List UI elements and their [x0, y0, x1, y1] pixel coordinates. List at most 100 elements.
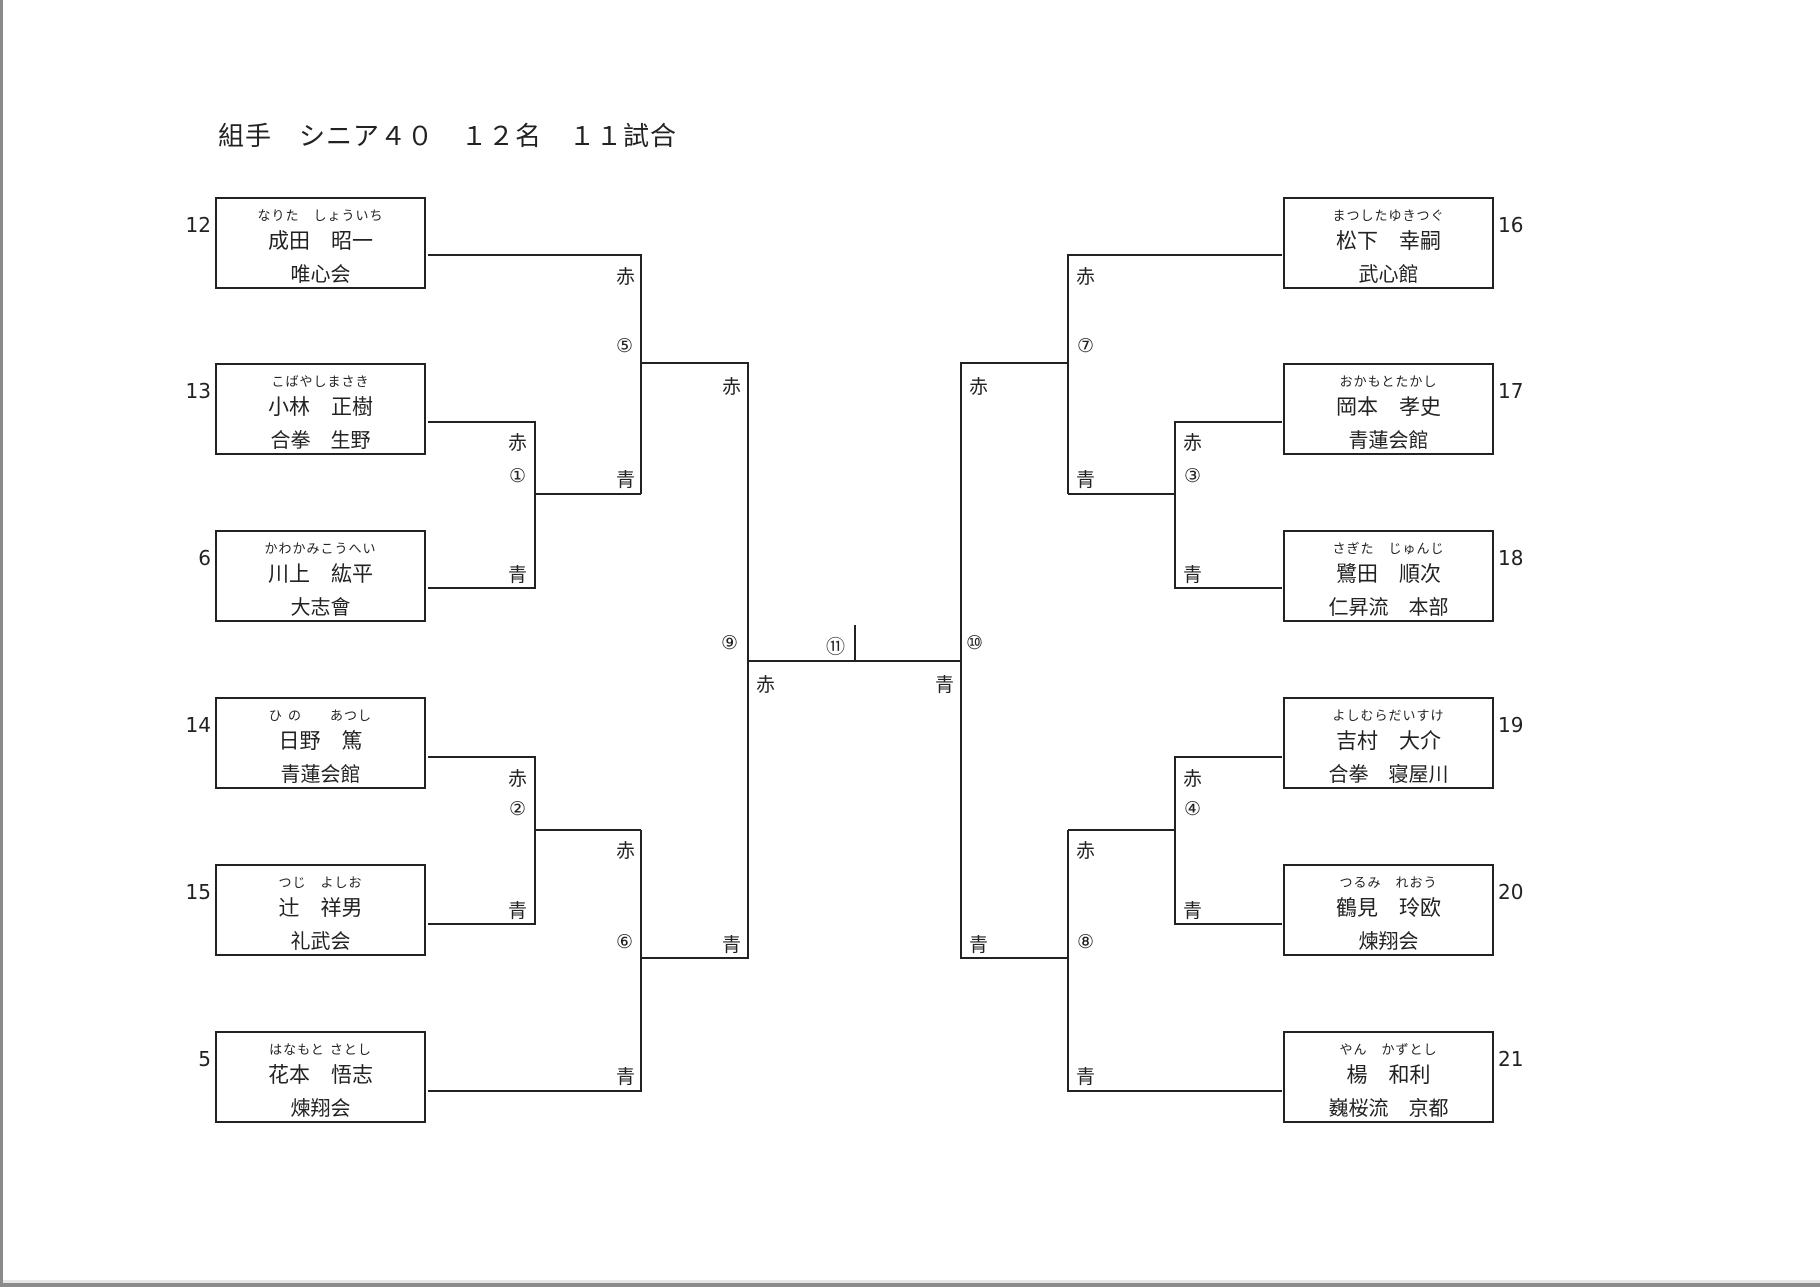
player-box: なりた しょういち成田 昭一唯心会 [215, 197, 426, 289]
line-m5-out [641, 362, 749, 959]
player-furigana: まつしたゆきつぐ [1332, 209, 1445, 224]
corner-label-blue: 青 [1076, 1066, 1096, 1088]
page-shadow [3, 1280, 1820, 1283]
player-name: 辻 祥男 [278, 896, 363, 920]
player-furigana: はなもと さとし [269, 1043, 372, 1058]
player-name: 吉村 大介 [1336, 729, 1441, 753]
corner-label-blue: 青 [616, 1066, 636, 1088]
corner-label-blue: 青 [508, 564, 528, 586]
player-name: 岡本 孝史 [1336, 395, 1441, 419]
match-number-3: ③ [1184, 465, 1202, 487]
player-furigana: やん かずとし [1339, 1043, 1438, 1058]
corner-label-red: 赤 [1076, 266, 1096, 288]
player-name: 鶴見 玲欧 [1336, 896, 1441, 920]
player-name: 成田 昭一 [268, 229, 373, 253]
corner-label-red: 赤 [969, 376, 989, 398]
line-l-14 [428, 756, 536, 925]
player-box: さぎた じゅんじ鷺田 順次仁昇流 本部 [1283, 530, 1494, 622]
player-furigana: つるみ れおう [1339, 876, 1438, 891]
seed-number: 19 [1498, 713, 1524, 737]
player-club: 合拳 生野 [270, 428, 371, 452]
player-furigana: なりた しょういち [257, 209, 384, 224]
corner-label-blue: 青 [1183, 564, 1203, 586]
seed-number: 13 [185, 379, 211, 403]
line-r-19 [1174, 756, 1282, 925]
seed-number: 21 [1498, 1047, 1524, 1071]
corner-label-blue: 青 [508, 900, 528, 922]
seed-number: 20 [1498, 880, 1524, 904]
seed-number: 18 [1498, 546, 1524, 570]
match-number-2: ② [509, 798, 527, 820]
corner-label-red: 赤 [616, 840, 636, 862]
player-club: 仁昇流 本部 [1328, 595, 1449, 619]
player-box: かわかみこうへい川上 紘平大志會 [215, 530, 426, 622]
match-number-11: ⑪ [826, 636, 846, 658]
player-box: ひ の あつし日野 篤青蓮会館 [215, 697, 426, 789]
corner-label-red: 赤 [1183, 432, 1203, 454]
player-box: まつしたゆきつぐ松下 幸嗣武心館 [1283, 197, 1494, 289]
corner-label-red: 赤 [722, 376, 742, 398]
player-club: 巍桜流 京都 [1328, 1096, 1449, 1120]
player-box: やん かずとし楊 和利巍桜流 京都 [1283, 1031, 1494, 1123]
match-number-6: ⑥ [616, 931, 634, 953]
corner-label-red: 赤 [508, 768, 528, 790]
player-name: 花本 悟志 [268, 1063, 373, 1087]
match-number-1: ① [509, 465, 527, 487]
match-number-9: ⑨ [721, 632, 739, 654]
player-club: 合拳 寝屋川 [1328, 762, 1449, 786]
corner-label-red: 赤 [1076, 840, 1096, 862]
corner-label-red: 赤 [616, 266, 636, 288]
corner-label-blue: 青 [935, 674, 955, 696]
player-box: よしむらだいすけ吉村 大介合拳 寝屋川 [1283, 697, 1494, 789]
match-number-5: ⑤ [616, 335, 634, 357]
match-number-7: ⑦ [1077, 335, 1095, 357]
corner-label-blue: 青 [1076, 469, 1096, 491]
corner-label-blue: 青 [1183, 900, 1203, 922]
player-name: 鷺田 順次 [1336, 562, 1441, 586]
player-club: 青蓮会館 [280, 762, 361, 786]
player-club: 煉翔会 [290, 1096, 351, 1120]
seed-number: 14 [185, 713, 211, 737]
player-furigana: ひ の あつし [268, 709, 373, 724]
line-l-5 [428, 830, 642, 1092]
player-furigana: さぎた じゅんじ [1332, 542, 1445, 557]
corner-label-red: 赤 [756, 674, 776, 696]
line-l-12 [428, 254, 642, 494]
player-furigana: かわかみこうへい [264, 542, 377, 557]
player-box: こばやしまさき小林 正樹合拳 生野 [215, 363, 426, 455]
player-box: おかもとたかし岡本 孝史青蓮会館 [1283, 363, 1494, 455]
seed-number: 17 [1498, 379, 1524, 403]
player-club: 煉翔会 [1358, 929, 1419, 953]
player-furigana: おかもとたかし [1339, 375, 1438, 390]
seed-number: 15 [185, 880, 211, 904]
seed-number: 5 [198, 1047, 211, 1071]
line-r-17 [1174, 421, 1282, 589]
seed-number: 12 [185, 213, 211, 237]
line-l-13 [428, 421, 536, 589]
line-m7-out [960, 362, 1068, 959]
player-name: 楊 和利 [1346, 1063, 1431, 1087]
corner-label-blue: 青 [722, 934, 742, 956]
seed-number: 6 [198, 546, 211, 570]
corner-label-red: 赤 [1183, 768, 1203, 790]
page-title: 組手 シニア４０ １２名 １１試合 [218, 122, 678, 152]
player-club: 礼武会 [290, 929, 351, 953]
match-number-8: ⑧ [1077, 931, 1095, 953]
player-furigana: つじ よしお [278, 876, 363, 891]
player-name: 小林 正樹 [268, 395, 373, 419]
player-furigana: よしむらだいすけ [1332, 709, 1445, 724]
player-club: 唯心会 [290, 262, 351, 286]
player-box: つるみ れおう鶴見 玲欧煉翔会 [1283, 864, 1494, 956]
match-number-4: ④ [1184, 798, 1202, 820]
line-r-21 [1067, 830, 1282, 1092]
player-name: 日野 篤 [278, 729, 363, 753]
seed-number: 16 [1498, 213, 1524, 237]
corner-label-red: 赤 [508, 432, 528, 454]
player-furigana: こばやしまさき [271, 375, 370, 390]
player-club: 青蓮会館 [1348, 428, 1429, 452]
player-box: はなもと さとし花本 悟志煉翔会 [215, 1031, 426, 1123]
corner-label-blue: 青 [616, 469, 636, 491]
line-r-16 [1067, 254, 1282, 494]
player-name: 川上 紘平 [268, 562, 373, 586]
